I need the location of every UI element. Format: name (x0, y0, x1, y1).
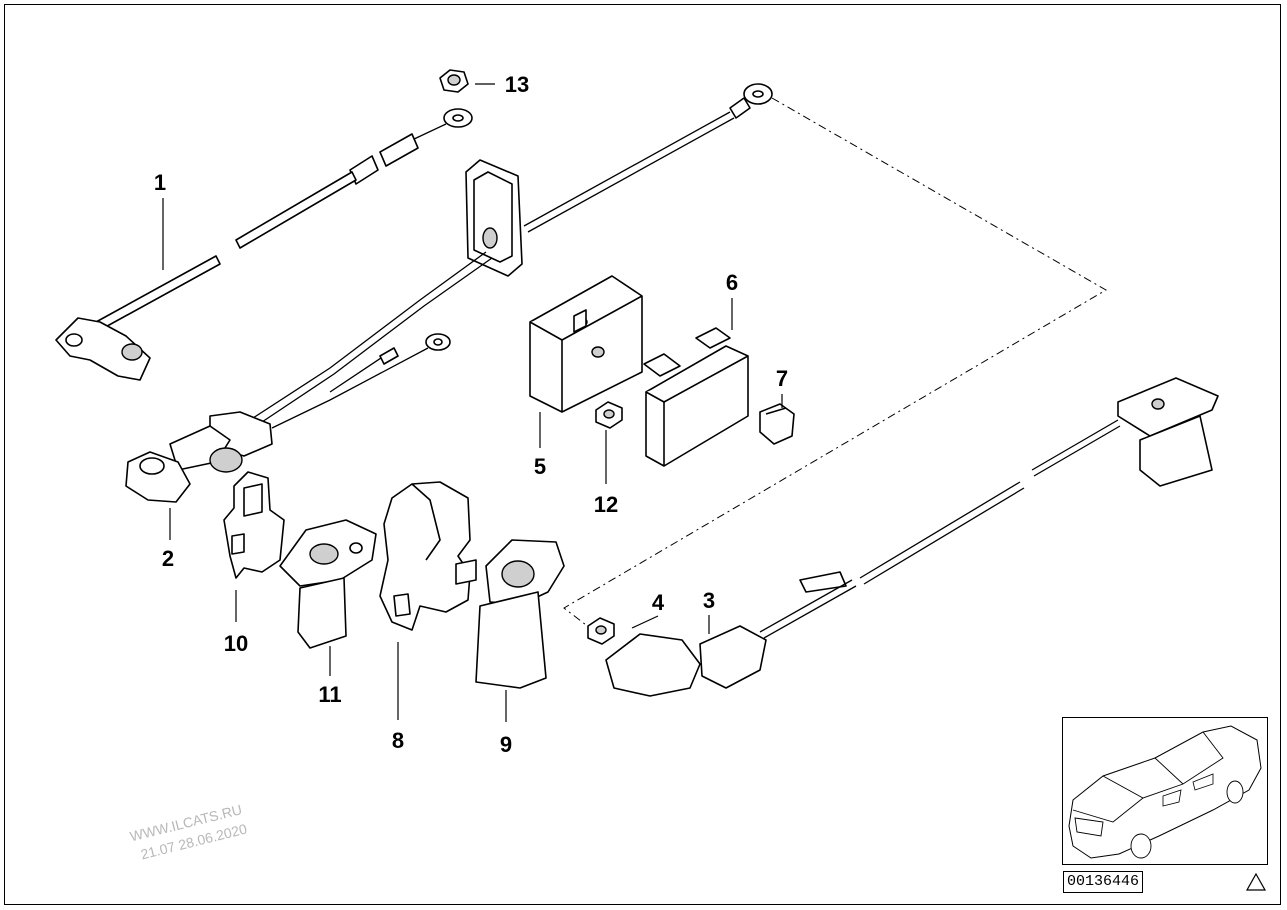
callout-11: 11 (318, 682, 341, 707)
part-5-bracket[interactable] (529, 275, 643, 413)
assembly-dashed-line (563, 97, 1107, 629)
callout-7: 7 (776, 366, 788, 391)
part-12-nut[interactable] (595, 401, 623, 429)
diagram-id-label: 00136446 (1063, 871, 1144, 893)
callout-6: 6 (726, 270, 738, 295)
warning-triangle-icon (1245, 872, 1267, 891)
part-1-battery-cable[interactable] (55, 108, 473, 381)
harness-grommet[interactable] (249, 159, 523, 427)
part-2-positive-clamp[interactable] (125, 333, 451, 503)
callout-13: 13 (505, 72, 529, 97)
callout-1: 1 (154, 170, 166, 195)
callout-3: 3 (703, 588, 715, 613)
watermark: WWW.ILCATS.RU 21.07 28.06.2020 (128, 801, 248, 862)
part-6-control-unit[interactable] (643, 327, 749, 467)
car-thumbnail-icon (1062, 717, 1268, 865)
part-8-cover[interactable] (379, 481, 477, 631)
part-11-grommet[interactable] (279, 519, 377, 649)
ground-strap-wire[interactable] (523, 83, 773, 233)
callout-10: 10 (224, 631, 248, 656)
part-13-nut[interactable] (439, 69, 469, 93)
callout-2: 2 (162, 546, 174, 571)
part-10-cable-clip[interactable] (223, 471, 285, 579)
diagram-frame (4, 4, 1281, 905)
callout-12: 12 (594, 492, 618, 517)
part-4-nut[interactable] (587, 617, 615, 645)
part-7-clip[interactable] (759, 403, 795, 445)
leader-lines (162, 83, 783, 722)
part-9-boot[interactable] (475, 539, 565, 689)
callout-5: 5 (534, 454, 546, 479)
callout-8: 8 (392, 728, 404, 753)
callout-9: 9 (500, 732, 512, 757)
part-3-ground-cable[interactable] (605, 377, 1219, 697)
callout-4: 4 (652, 590, 665, 615)
